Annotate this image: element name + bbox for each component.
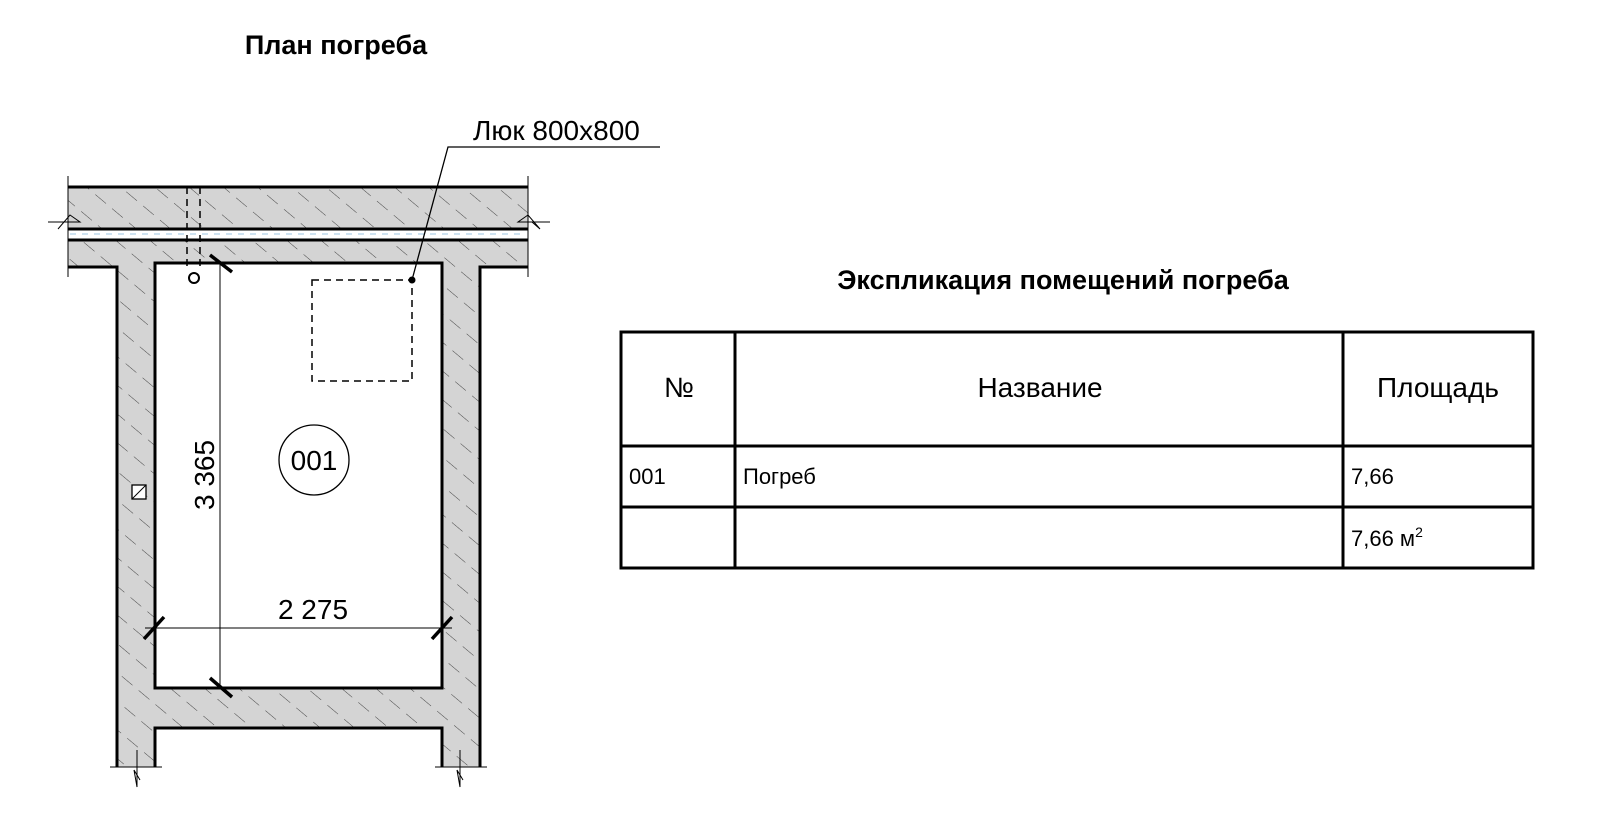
horizontal-dimension: 2 275 [142, 594, 454, 641]
total-area: 7,66 м2 [1351, 524, 1423, 551]
vertical-dimension: 3 365 [189, 253, 234, 699]
dim-horizontal-text: 2 275 [278, 594, 348, 625]
hatch-leader [408, 146, 660, 284]
header-number: № [664, 372, 694, 403]
dim-vertical-text: 3 365 [189, 440, 220, 510]
row-name: Погреб [743, 464, 816, 489]
table-title: Экспликация помещений погреба [837, 265, 1290, 295]
table-row: 001 Погреб 7,66 [629, 464, 1394, 489]
row-number: 001 [629, 464, 666, 489]
material-tag-icon [131, 484, 147, 500]
row-area: 7,66 [1351, 464, 1394, 489]
table-total-row: 7,66 м2 [1351, 524, 1423, 551]
room-schedule-table [619, 330, 1535, 570]
plan-title: План погреба [245, 30, 428, 60]
pipe-icon [188, 272, 200, 284]
room-tag: 001 [278, 424, 350, 496]
svg-text:001: 001 [291, 445, 338, 476]
header-name: Название [977, 372, 1102, 403]
hatch-label: Люк 800x800 [473, 115, 640, 146]
walls [48, 176, 550, 788]
header-area: Площадь [1377, 372, 1499, 403]
hatch-opening [311, 279, 413, 382]
